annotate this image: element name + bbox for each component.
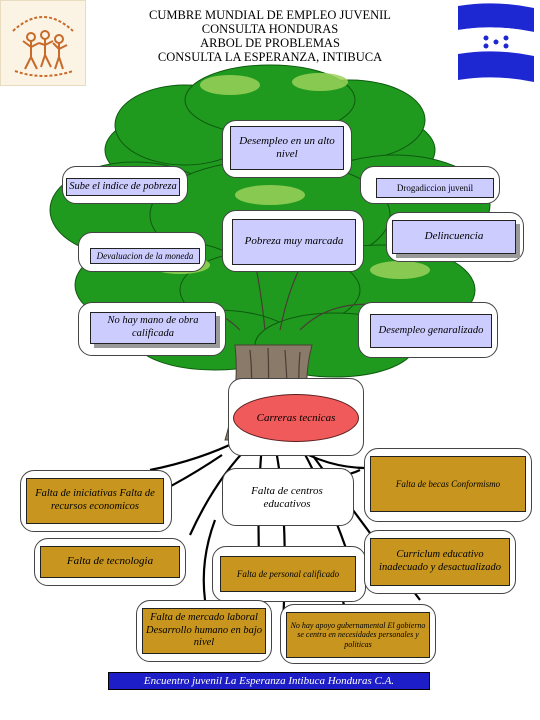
effect-label: Delincuencia [424,230,484,243]
cause-label: Falta de centros educativos [251,484,323,510]
header-line-2: CONSULTA HONDURAS [201,22,339,36]
cause-label: Falta de becas Conformismo [395,478,501,489]
cause-label: Curriclum educativo inadecuado y desactu… [379,549,501,573]
cause-label: Falta de tecnologia [66,555,154,568]
effect-box-top: Desempleo en un alto nivel [230,126,344,170]
effect-label: Sube el indice de pobreza [69,180,177,192]
effect-box-right-2: Delincuencia [392,220,516,254]
header-line-3: ARBOL DE PROBLEMAS [200,36,340,50]
cause-box-left-2: Falta de tecnologia [40,546,180,578]
cause-label: Falta de mercado laboral Desarrollo huma… [146,612,262,649]
header-line-1: CUMBRE MUNDIAL DE EMPLEO JUVENIL [149,8,391,22]
cause-box-right-3: No hay apoyo gubernamental El gobierno s… [286,612,430,658]
cause-label: No hay apoyo gubernamental El gobierno s… [290,620,426,649]
footer-banner: Encuentro juvenil La Esperanza Intibuca … [108,672,430,690]
cause-box-center-2: Falta de personal calificado [220,556,356,592]
cause-label: Falta de personal calificado [236,568,340,579]
cause-box-center-1: Falta de centros educativos [228,478,346,518]
cause-label: Falta de iniciativas Falta de recursos e… [35,488,155,512]
effect-box-right-3: Desempleo genaralizado [370,314,492,348]
logo [0,0,86,86]
core-problem-label: Carreras tecnicas [256,412,336,424]
effect-label: Drogadiccion juvenil [396,182,474,193]
footer-label: Encuentro juvenil La Esperanza Intibuca … [143,675,395,687]
effect-box-left-2: Devaluacion de la moneda [90,248,200,264]
effect-box-left-3: No hay mano de obra calificada [90,312,216,344]
effect-box-left-1: Sube el indice de pobreza [66,178,180,196]
cause-box-right-1: Falta de becas Conformismo [370,456,526,512]
effect-label: Desempleo en un alto nivel [239,134,335,160]
header: CUMBRE MUNDIAL DE EMPLEO JUVENIL CONSULT… [120,8,420,64]
cause-box-left-3: Falta de mercado laboral Desarrollo huma… [142,608,266,654]
effect-label: Devaluacion de la moneda [96,250,194,261]
cause-box-left-1: Falta de iniciativas Falta de recursos e… [26,478,164,524]
effect-label: Pobreza muy marcada [244,235,344,248]
core-problem-oval: Carreras tecnicas [233,394,359,442]
honduras-flag [456,2,536,84]
effect-label: Desempleo genaralizado [378,324,484,336]
effect-box-center: Pobreza muy marcada [232,219,356,265]
header-line-4: CONSULTA LA ESPERANZA, INTIBUCA [157,50,383,64]
cause-box-right-2: Curriclum educativo inadecuado y desactu… [370,538,510,586]
effect-box-right-1: Drogadiccion juvenil [376,178,494,198]
effect-label: No hay mano de obra calificada [107,315,199,339]
